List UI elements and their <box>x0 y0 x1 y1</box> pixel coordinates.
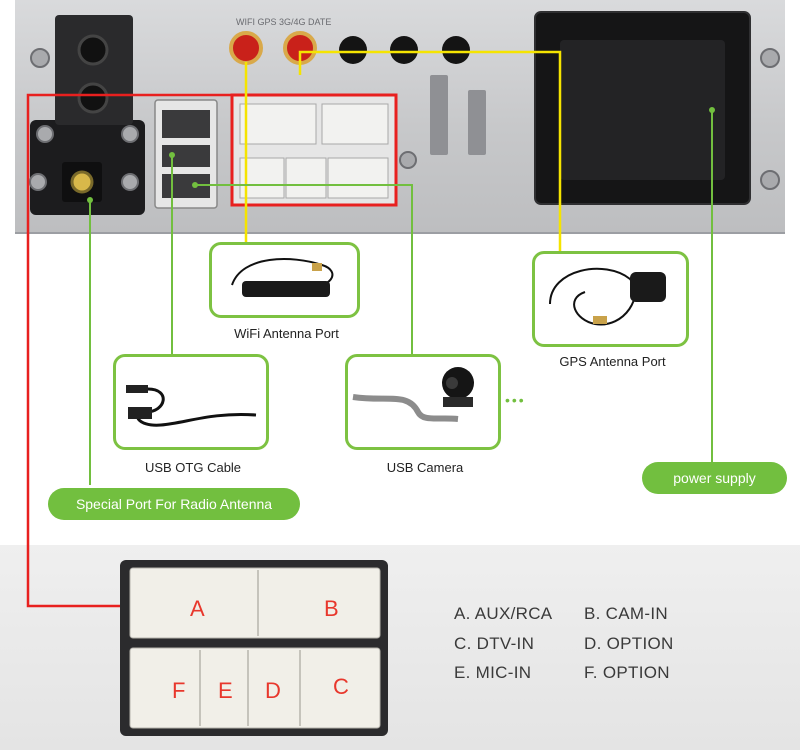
connector-letter-b: B <box>324 596 339 621</box>
gps-antenna-caption: GPS Antenna Port <box>559 354 666 369</box>
wifi-antenna-connector <box>229 31 263 65</box>
legend-c: C. DTV-IN <box>454 634 535 653</box>
legend-d: D. OPTION <box>584 634 674 653</box>
legend-e: E. MIC-IN <box>454 663 532 682</box>
green-lines <box>89 110 713 485</box>
red-line <box>26 93 232 608</box>
connector-letter-c: C <box>333 674 349 699</box>
wifi-antenna-icon <box>231 258 334 297</box>
harness-highlight <box>230 93 398 207</box>
wifi-antenna-caption: WiFi Antenna Port <box>234 326 339 341</box>
legend-b: B. CAM-IN <box>584 604 668 623</box>
screw-icon <box>30 48 50 68</box>
usb-camera-caption: USB Camera <box>386 460 464 475</box>
gps-antenna-icon <box>549 267 666 326</box>
connector-letter-e: E <box>218 678 233 703</box>
usb-otg-caption: USB OTG Cable <box>144 460 242 475</box>
yellow-lines <box>244 50 562 251</box>
legend-a: A. AUX/RCA <box>454 604 553 623</box>
usb-camera-photo <box>345 354 501 450</box>
wifi-antenna-photo <box>209 242 360 318</box>
connector-letter-d: D <box>265 678 281 703</box>
gps-antenna-photo <box>532 251 689 347</box>
legend-f: F. OPTION <box>584 663 670 682</box>
power-supply-label: power supply <box>642 462 787 494</box>
connector-letter-a: A <box>190 596 205 621</box>
more-cameras-dots: ••• <box>505 392 526 408</box>
camera-icon <box>352 367 474 422</box>
usb-otg-photo <box>113 354 269 450</box>
panel-top-labels: WIFI GPS 3G/4G DATE <box>236 17 331 27</box>
connector-letter-f: F <box>172 678 186 703</box>
top-left-plug <box>55 15 133 125</box>
usb-cable-icon <box>126 385 257 427</box>
radio-antenna-label: Special Port For Radio Antenna <box>48 488 300 520</box>
connector-closeup <box>120 560 388 736</box>
